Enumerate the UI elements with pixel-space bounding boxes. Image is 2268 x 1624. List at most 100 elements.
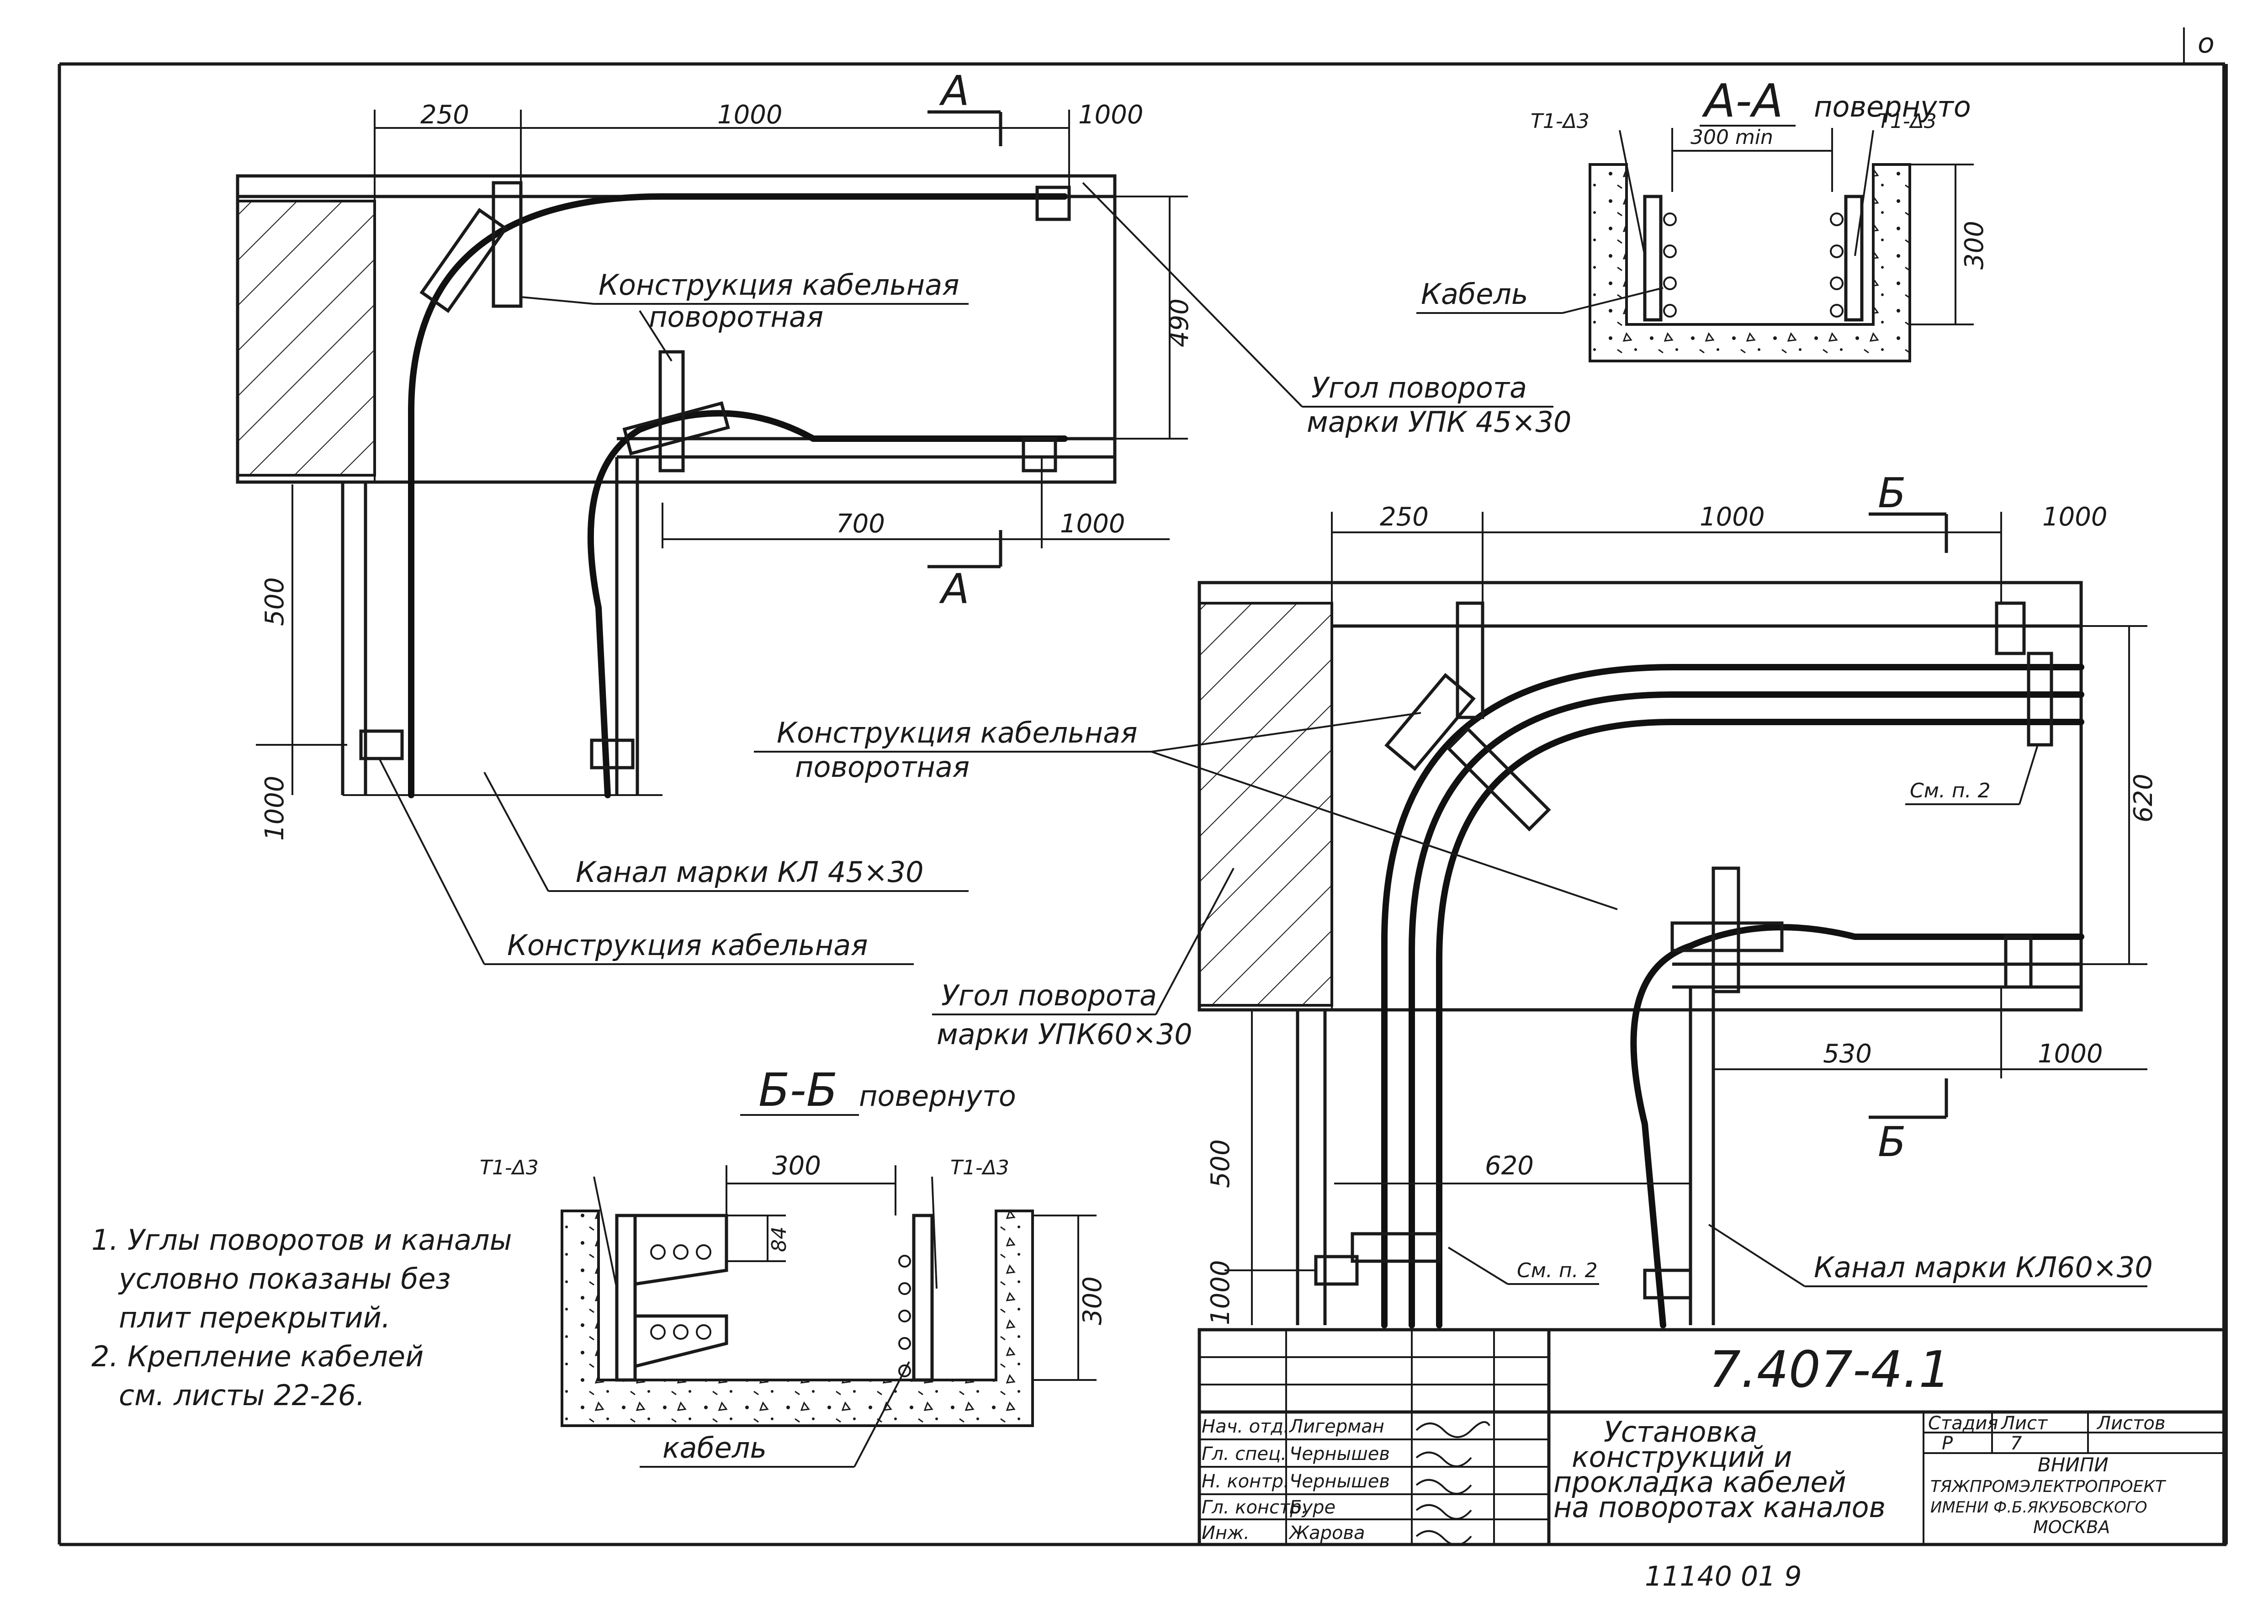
section-bb-title: Б-Б <box>758 1063 837 1117</box>
name-4: Буре <box>1289 1497 1335 1518</box>
section-bb-height: 300 <box>1078 1276 1108 1325</box>
section-bb-right-tag: Т1-Δ3 <box>950 1156 1009 1179</box>
bracket-2-2 <box>1995 601 2026 655</box>
section-mark-a-bottom: A <box>939 565 970 613</box>
section-bb-label-cable: кабель <box>662 1431 767 1465</box>
bracket-2-1 <box>1456 601 1484 719</box>
sheet-value: 7 <box>2010 1433 2022 1454</box>
bracket-3 <box>658 350 685 472</box>
section-aa-label-cable: Кабель <box>1421 277 1528 311</box>
bracket-2-4 <box>1712 866 1740 993</box>
dim-top1-a: 250 <box>420 100 469 130</box>
signature-3 <box>1415 1479 1472 1495</box>
bracket-2-5 <box>2004 935 2033 989</box>
org-line-4: МОСКВА <box>2033 1517 2110 1537</box>
role-5: Инж. <box>1202 1523 1250 1544</box>
dim-top2-a: 250 <box>1380 502 1429 532</box>
cable-curve-2 <box>587 410 1068 798</box>
section-bb-left-post <box>615 1214 637 1382</box>
name-1: Лигерман <box>1288 1416 1384 1437</box>
turn-bracket-2 <box>622 401 730 456</box>
name-2: Чернышев <box>1289 1444 1390 1465</box>
wall-hatch-2 <box>1198 602 1333 1007</box>
sheet-label: Лист <box>2000 1413 2048 1434</box>
section-aa-left-tag: Т1-Δ3 <box>1531 110 1590 133</box>
turn-bracket-1 <box>419 207 508 313</box>
corner-mark: o <box>2198 27 2215 59</box>
title-line-2: конструкций и <box>1572 1440 1792 1474</box>
org-line-1: ВНИПИ <box>2038 1454 2109 1476</box>
note-line-1: 1. Углы поворотов и каналы <box>91 1223 512 1257</box>
label-corner-1b: марки УПК 45×30 <box>1307 405 1571 439</box>
section-aa-title: А-А <box>1701 74 1783 127</box>
label-corner-2a: Угол поворота <box>941 979 1157 1012</box>
section-aa: А-А повернуто 300 min Т1-Δ3 Т1-Δ3 300 Ка… <box>1416 74 1989 362</box>
dim-top2-c: 1000 <box>2042 502 2108 532</box>
note-line-3: плит перекрытий. <box>119 1301 391 1334</box>
turn-bracket-2-1 <box>1384 673 1476 771</box>
dim-left1-a: 500 <box>260 577 290 626</box>
section-bb-width: 300 <box>772 1151 821 1181</box>
stage-label: Стадия <box>1928 1413 1998 1434</box>
dim-top1-b: 1000 <box>717 100 783 130</box>
role-4: Гл. констр. <box>1202 1497 1307 1518</box>
stage-value: Р <box>1942 1433 1953 1454</box>
turn-bracket-2-2 <box>1446 727 1551 832</box>
note-line-5: см. листы 22-26. <box>119 1379 365 1412</box>
label-corner-1a: Угол поворота <box>1311 371 1527 404</box>
title-block: 7.407-4.1 Нач. отд. Гл. спец. Н. контр. … <box>1198 1328 2227 1546</box>
dim-bottom2: 620 <box>1485 1151 1534 1181</box>
section-bb-channel <box>561 1210 1034 1427</box>
role-1: Нач. отд. <box>1202 1416 1289 1437</box>
bracket-4 <box>1022 437 1057 472</box>
section-bb-subtitle: повернуто <box>859 1079 1016 1113</box>
bracket-2-3 <box>2027 652 2053 747</box>
dim-right1: 490 <box>1165 298 1194 347</box>
role-2: Гл. спец. <box>1202 1444 1287 1465</box>
section-aa-height: 300 <box>1960 221 1989 270</box>
top-view-2: 250 1000 1000 Б 620 530 1000 Б 620 500 1… <box>754 469 2158 1328</box>
dim-mid2-b: 1000 <box>2038 1039 2103 1069</box>
top-view-1: 250 1000 1000 A 490 700 1000 A 500 1000 … <box>236 67 1571 965</box>
dim-mid1-a: 700 <box>836 509 885 539</box>
cable-curve-1 <box>408 193 1068 798</box>
section-mark-a-top: A <box>939 67 970 115</box>
signature-4 <box>1415 1504 1472 1520</box>
cable-bundle-b <box>1409 691 2084 1328</box>
dim-top2-b: 1000 <box>1700 502 1765 532</box>
role-3: Н. контр. <box>1202 1471 1289 1492</box>
dim-top1-c: 1000 <box>1078 100 1144 130</box>
label-turn-construction-2b: поворотная <box>795 750 970 784</box>
notes-block: 1. Углы поворотов и каналы условно показ… <box>91 1223 512 1412</box>
bottom-stamp: 11140 01 9 <box>1645 1560 1802 1592</box>
section-bb-right-post <box>912 1214 934 1382</box>
label-turn-construction-1b: поворотная <box>649 300 823 334</box>
note-line-2: условно показаны без <box>118 1262 450 1295</box>
bracket-2-7 <box>1643 1268 1692 1300</box>
cable-bundle-a <box>1381 664 2084 1328</box>
slab-outline-1 <box>236 174 1117 484</box>
bracket-6 <box>590 738 635 770</box>
section-bb-shelf-2 <box>633 1314 728 1369</box>
section-bb-left-tag: Т1-Δ3 <box>480 1156 539 1179</box>
org-line-2: ТЯЖПРОМЭЛЕКТРОПРОЕКТ <box>1930 1477 2167 1496</box>
note-ref-bracket <box>1351 1232 1441 1263</box>
signature-2 <box>1415 1451 1472 1467</box>
section-mark-b-top: Б <box>1878 469 1906 517</box>
signature-5 <box>1415 1530 1472 1546</box>
title-line-4: на поворотах каналов <box>1553 1491 1886 1524</box>
name-5: Жарова <box>1288 1523 1365 1544</box>
dim-left2-b: 1000 <box>1206 1260 1235 1325</box>
wall-hatch-1 <box>236 200 376 477</box>
dim-mid1-b: 1000 <box>1060 509 1125 539</box>
cable-bundle-c <box>1436 719 2084 1328</box>
dim-left2-a: 500 <box>1206 1139 1235 1188</box>
section-bb-shelf-1 <box>633 1214 728 1286</box>
section-aa-subtitle: повернуто <box>1814 90 1971 123</box>
section-aa-left-post <box>1643 195 1663 322</box>
dim-left1-b: 1000 <box>260 775 290 841</box>
section-aa-right-tag: Т1-Δ3 <box>1878 110 1937 133</box>
slab-outline-2 <box>1198 581 2083 1012</box>
